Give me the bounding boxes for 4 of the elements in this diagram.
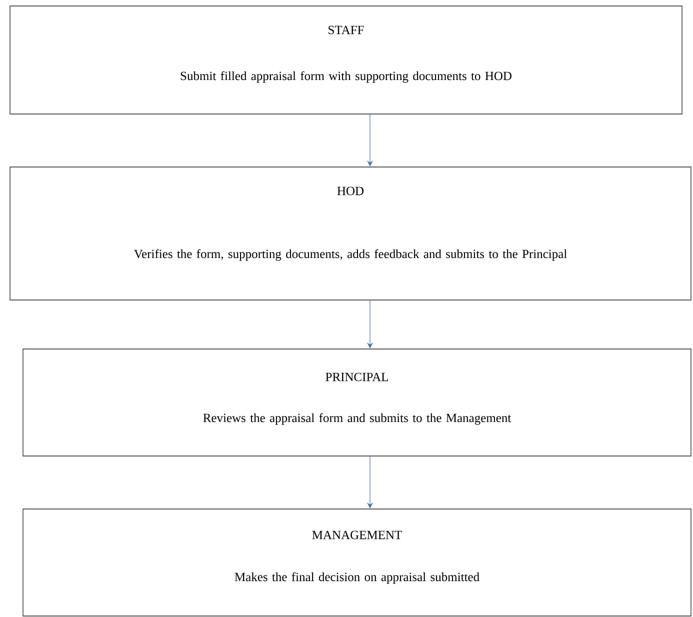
process-box: HOD Verifies the form, supporting documents, adds feedback and submits to the Principal — [10, 166, 692, 300]
process-box: STAFF Submit filled appraisal form with supporting documents to HOD — [10, 6, 682, 114]
process-box: PRINCIPAL Reviews the appraisal form and submits to the Management — [22, 348, 692, 456]
process-box: MANAGEMENT Makes the final decision on appraisal submitted — [22, 508, 692, 616]
